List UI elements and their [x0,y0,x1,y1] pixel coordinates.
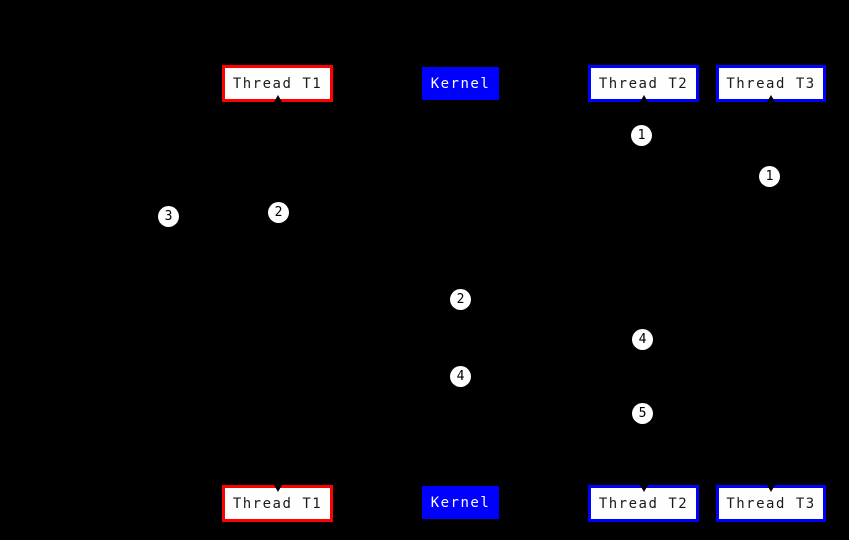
arrowhead-down-icon [273,485,282,492]
sequence-marker: 4 [632,329,653,350]
sequence-marker: 1 [759,166,780,187]
participant-thread-t1-top: Thread T1 [222,65,333,102]
participant-label: Thread T1 [232,75,323,92]
sequence-marker: 2 [268,202,289,223]
participant-label: Thread T1 [232,495,323,512]
sequence-marker: 3 [158,206,179,227]
arrowhead-up-icon [639,95,648,102]
participant-thread-t3-top: Thread T3 [716,65,826,102]
participant-thread-t2-bottom: Thread T2 [588,485,699,522]
participant-label: Kernel [430,494,491,511]
arrowhead-up-icon [767,95,775,102]
participant-kernel-bottom: Kernel [422,486,499,519]
arrowhead-down-icon [639,485,648,492]
participant-thread-t1-bottom: Thread T1 [222,485,333,522]
arrowhead-down-icon [767,485,775,492]
participant-label: Thread T3 [726,495,816,512]
sequence-marker: 1 [631,125,652,146]
participant-label: Thread T3 [726,75,816,92]
participant-label: Thread T2 [598,75,689,92]
arrowhead-up-icon [273,95,282,102]
participant-thread-t2-top: Thread T2 [588,65,699,102]
sequence-marker: 2 [450,289,471,310]
participant-label: Kernel [430,75,491,92]
sequence-marker: 4 [450,366,471,387]
sequence-marker: 5 [632,403,653,424]
participant-thread-t3-bottom: Thread T3 [716,485,826,522]
participant-label: Thread T2 [598,495,689,512]
participant-kernel-top: Kernel [422,67,499,100]
